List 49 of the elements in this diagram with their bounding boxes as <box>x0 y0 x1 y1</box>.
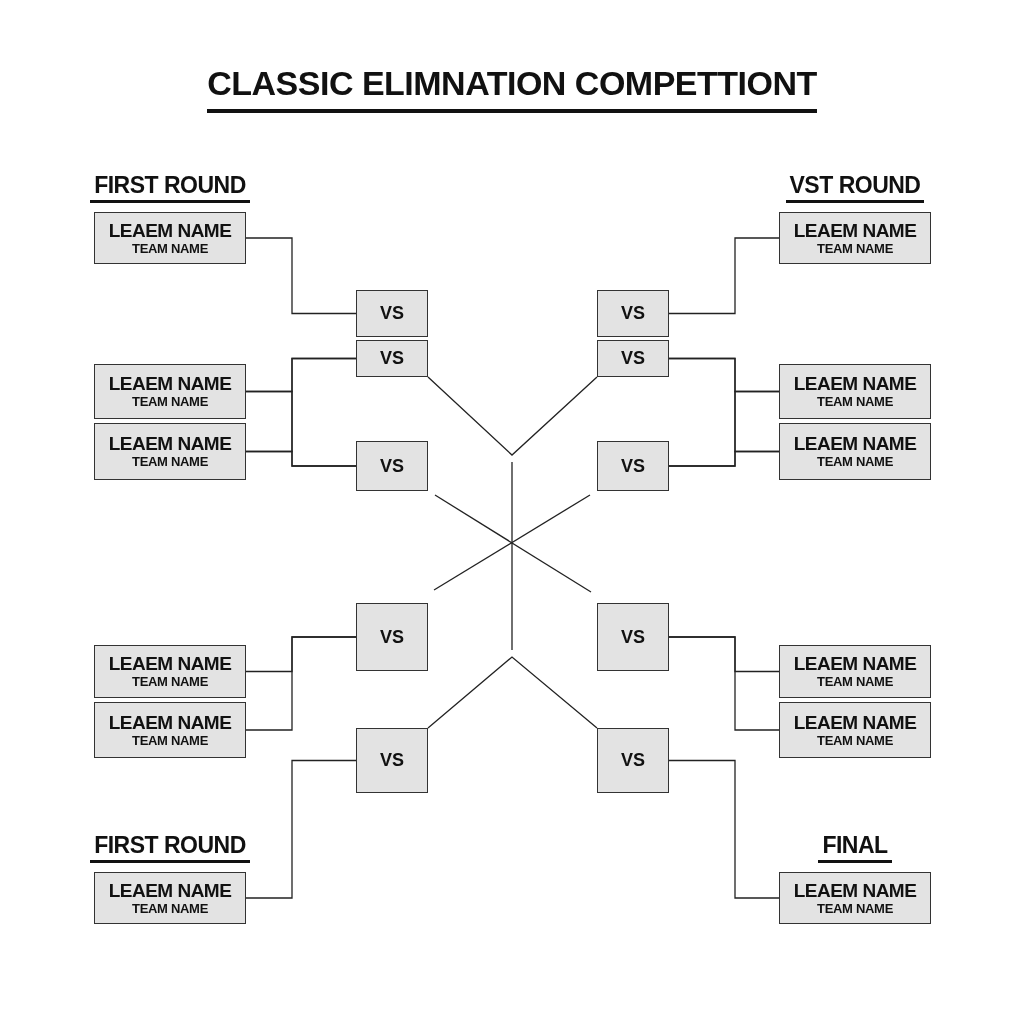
match-label: VS <box>621 626 645 648</box>
bracket-line <box>245 759 357 899</box>
bracket-line <box>245 636 357 731</box>
team-name: LEAEM NAME <box>108 880 232 901</box>
team-subname: TEAM NAME <box>132 732 208 748</box>
team-subname: TEAM NAME <box>132 900 208 916</box>
team-name: LEAEM NAME <box>793 374 917 394</box>
bracket-line <box>668 450 780 467</box>
team-subname: TEAM NAME <box>817 394 893 409</box>
team-subname: TEAM NAME <box>132 454 208 469</box>
team-name: LEAEM NAME <box>793 712 917 733</box>
match-label: VS <box>380 455 404 477</box>
team-name: LEAEM NAME <box>108 654 232 674</box>
round-heading: FIRST ROUND <box>90 172 250 203</box>
team-subname: TEAM NAME <box>132 240 208 256</box>
team-name: LEAEM NAME <box>108 374 232 394</box>
diagram-title: CLASSIC ELIMNATION COMPETTIONT <box>207 64 817 113</box>
team-subname: TEAM NAME <box>132 394 208 409</box>
team-subname: TEAM NAME <box>132 674 208 689</box>
team-subname: TEAM NAME <box>817 240 893 256</box>
round-heading: VST ROUND <box>785 172 925 203</box>
team-subname: TEAM NAME <box>817 900 893 916</box>
team-name: LEAEM NAME <box>793 434 917 454</box>
bracket-line <box>668 759 780 899</box>
bracket-line <box>668 636 780 731</box>
team-name: LEAEM NAME <box>108 434 232 454</box>
team-name: LEAEM NAME <box>108 712 232 733</box>
match-label: VS <box>380 303 404 324</box>
team-subname: TEAM NAME <box>817 732 893 748</box>
match-label: VS <box>380 348 404 369</box>
team-subname: TEAM NAME <box>817 454 893 469</box>
team-subname: TEAM NAME <box>817 674 893 689</box>
bracket-line <box>245 237 357 315</box>
team-name: LEAEM NAME <box>793 654 917 674</box>
match-label: VS <box>380 750 404 771</box>
match-label: VS <box>621 348 645 369</box>
match-label: VS <box>380 626 404 648</box>
bracket-line <box>427 656 598 729</box>
bracket-line <box>245 450 357 467</box>
bracket-line <box>427 376 598 456</box>
match-label: VS <box>621 303 645 324</box>
team-name: LEAEM NAME <box>793 880 917 901</box>
round-heading: FINAL <box>818 832 892 863</box>
match-label: VS <box>621 750 645 771</box>
round-heading: FIRST ROUND <box>90 832 250 863</box>
bracket-line <box>668 237 780 315</box>
match-label: VS <box>621 455 645 477</box>
team-name: LEAEM NAME <box>108 220 232 241</box>
team-name: LEAEM NAME <box>793 220 917 241</box>
